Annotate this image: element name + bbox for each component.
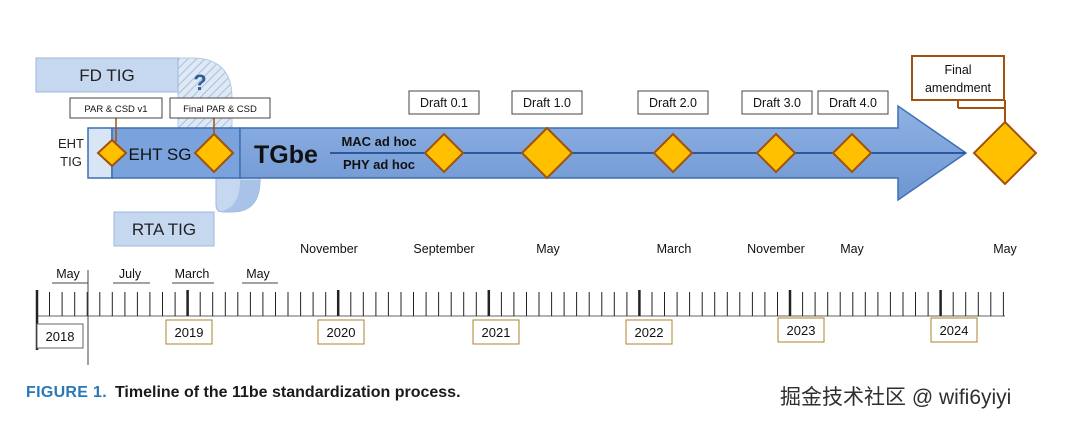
milestone-final-par-csd: Final PAR & CSD [169,97,271,138]
par-csd-v1-label: PAR & CSD v1 [84,104,147,115]
final-amendment-label-line2: amendment [925,81,992,95]
month-labels: May July March May November September Ma… [52,242,1018,365]
mac-adhoc-label: MAC ad hoc [341,134,416,149]
milestone-draft-10: Draft 1.0 [511,90,583,115]
milestone-draft-20: Draft 2.0 [637,90,709,115]
tgbe-label: TGbe [254,141,318,169]
year-2019: 2019 [175,325,204,340]
month-november-2022: November [747,242,805,256]
year-2023: 2023 [787,323,816,338]
year-box-2019: 2019 [165,319,213,345]
phy-adhoc-label: PHY ad hoc [343,157,415,172]
draft-30-label: Draft 3.0 [753,96,801,110]
year-box-2023: 2023 [777,317,825,343]
month-july-2018: July [119,267,142,281]
year-box-2022: 2022 [625,319,673,345]
watermark: 掘金技术社区 @ wifi6yiyi [780,386,1012,409]
diamond-final-par-csd [193,132,235,174]
question-mark: ? [193,70,206,95]
month-september-2020: September [413,242,474,256]
fd-tig-bar [35,57,179,93]
eht-tig-label-line1: EHT [58,136,84,151]
year-box-2020: 2020 [317,319,365,345]
month-march-2019: March [175,267,210,281]
diamond-draft-30 [755,132,797,174]
diamond-draft-10 [520,126,574,180]
timeline-axis [35,290,1005,350]
eht-sg-label: EHT SG [129,145,192,164]
year-2020: 2020 [327,325,356,340]
diamond-final-amendment [972,120,1038,186]
year-2022: 2022 [635,325,664,340]
diamond-draft-20 [652,132,694,174]
year-2024: 2024 [940,323,969,338]
milestone-draft-40: Draft 4.0 [817,90,889,115]
year-box-2024: 2024 [930,317,978,343]
month-may-2024: May [993,242,1017,256]
rta-tig-bar [113,211,215,247]
year-box-2021: 2021 [472,319,520,345]
diamond-par-csd-v1 [96,138,128,168]
figure-caption-label: FIGURE 1. [26,384,107,401]
milestone-draft-01: Draft 0.1 [408,90,480,115]
milestone-par-csd-v1: PAR & CSD v1 [69,97,163,142]
figure-caption-text: Timeline of the 11be standardization pro… [114,384,461,401]
rta-tig-label: RTA TIG [132,220,196,239]
month-november-2019: November [300,242,358,256]
fd-tig-label: FD TIG [79,66,134,85]
month-may-2023: May [840,242,864,256]
eht-tig-label-line2: TIG [60,154,82,169]
year-2018: 2018 [46,329,75,344]
figure-caption: FIGURE 1. Timeline of the 11be standardiz… [26,384,461,402]
year-2021: 2021 [482,325,511,340]
month-march-2022: March [657,242,692,256]
year-box-2018: 2018 [36,323,84,349]
draft-40-label: Draft 4.0 [829,96,877,110]
draft-10-label: Draft 1.0 [523,96,571,110]
milestone-draft-30: Draft 3.0 [741,90,813,115]
milestone-final-amendment: Final amendment [911,55,1006,122]
diamond-draft-01 [423,132,465,174]
year-labels: 2018 2019 2020 2021 2022 2023 2024 [36,317,978,349]
month-may-2021: May [536,242,560,256]
month-may-2018: May [56,267,80,281]
month-may-2019: May [246,267,270,281]
final-par-csd-label: Final PAR & CSD [183,104,257,115]
final-amendment-label-line1: Final [944,63,971,77]
draft-01-label: Draft 0.1 [420,96,468,110]
draft-20-label: Draft 2.0 [649,96,697,110]
diamond-draft-40 [831,132,873,174]
